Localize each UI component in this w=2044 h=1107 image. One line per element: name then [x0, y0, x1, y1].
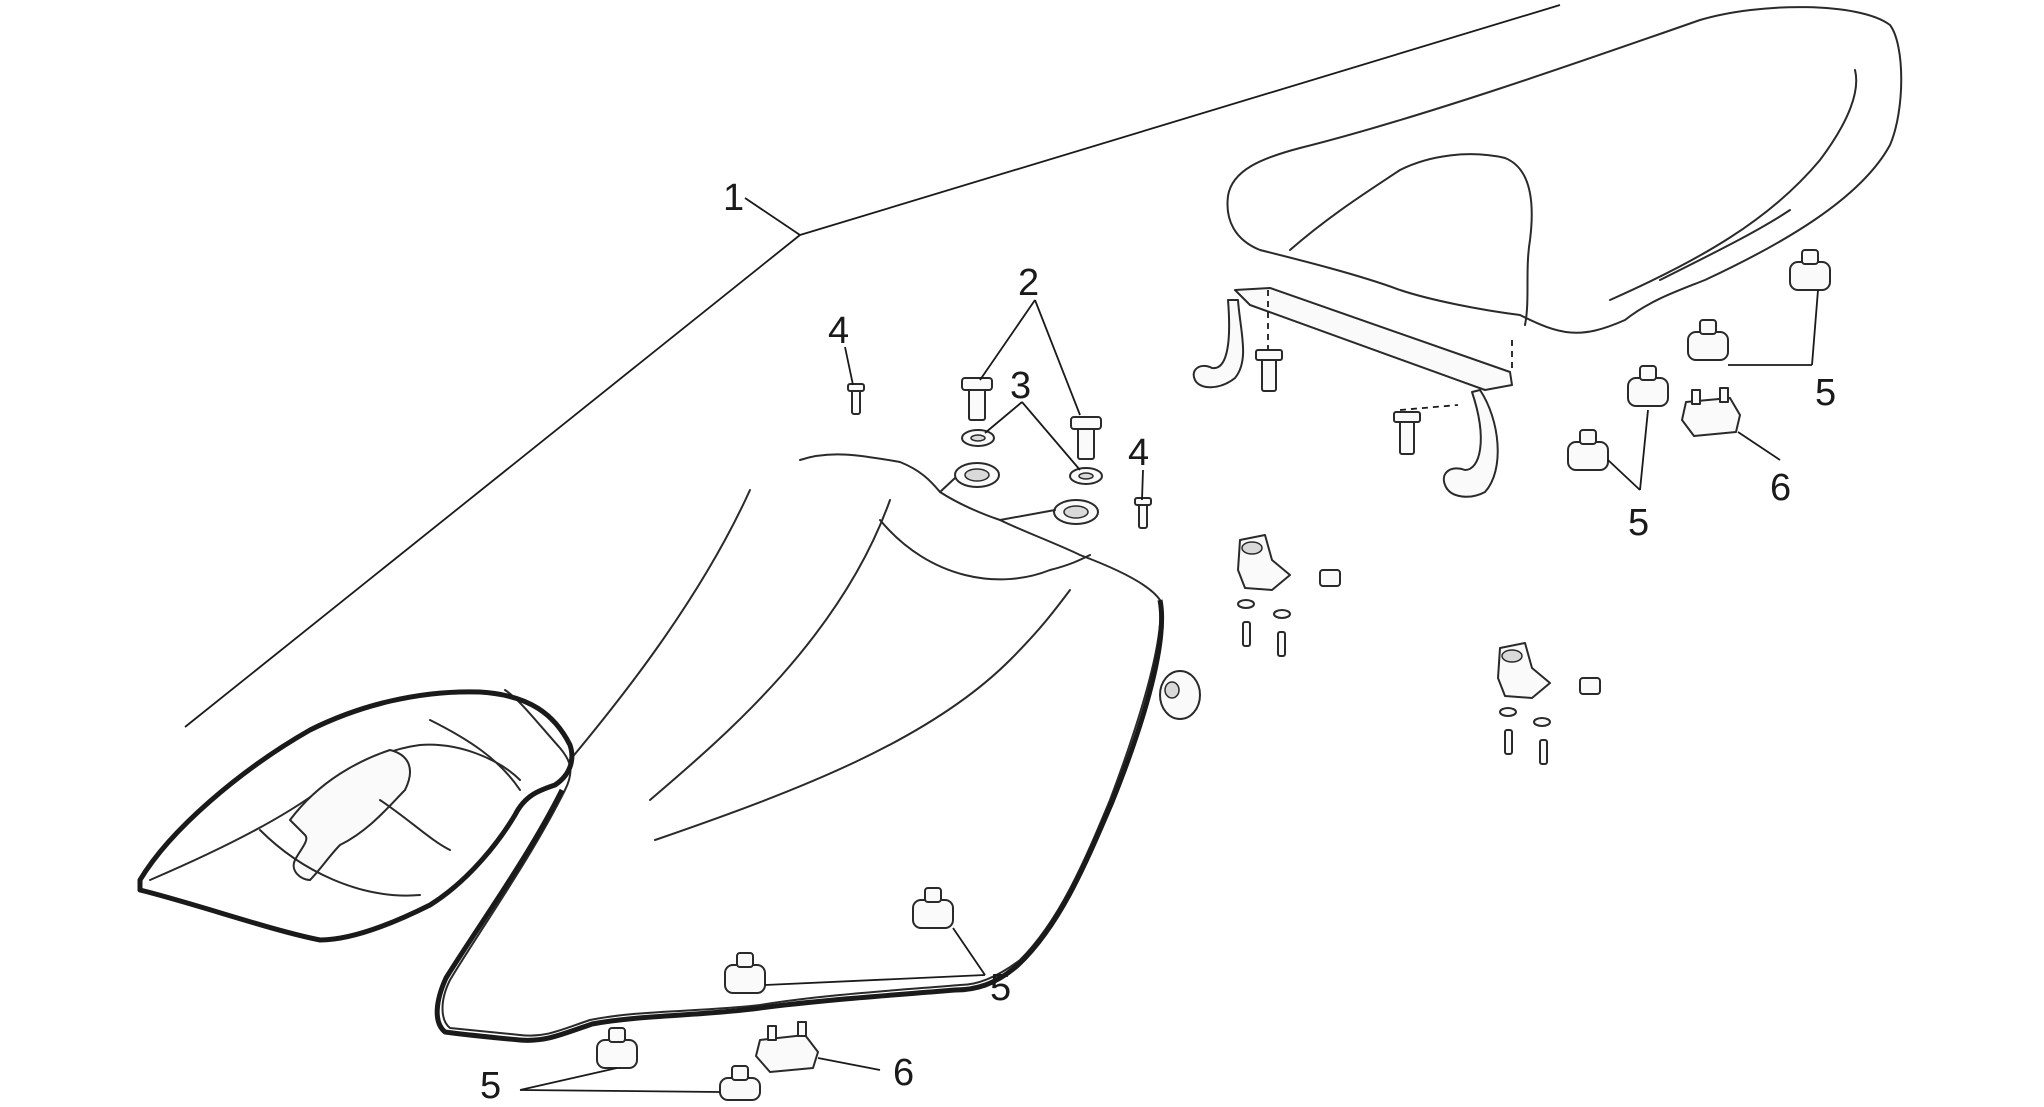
callout-2: 2 [1018, 262, 1039, 304]
rider-seat [434, 453, 1165, 1043]
callout-labels: 1 2 3 4 4 5 5 5 5 6 6 [480, 177, 1836, 1107]
pillion-seat [1226, 6, 1903, 334]
callout-1: 1 [723, 177, 744, 219]
rubber-buffers [596, 249, 1831, 1101]
buffer-b [1687, 319, 1729, 361]
callout-5-right: 5 [1628, 502, 1649, 544]
callout-5-top-right: 5 [1815, 372, 1836, 414]
stopper-upper [1681, 387, 1741, 437]
callout-4-left: 4 [828, 310, 849, 352]
callout-3: 3 [1010, 365, 1031, 407]
stopper-lower [755, 1021, 819, 1073]
callout-5-center: 5 [990, 967, 1011, 1009]
buffer-a [1789, 249, 1831, 291]
buffer-h [719, 1065, 761, 1101]
seat-underside-tray [137, 689, 575, 943]
buffer-e [912, 887, 954, 929]
callout-leaders [519, 289, 1819, 1093]
buffer-c [1627, 365, 1669, 407]
seat-lock-assemblies [1237, 534, 1601, 765]
callout-4-right: 4 [1128, 432, 1149, 474]
callout-6-bottom: 6 [893, 1052, 914, 1094]
buffer-d [1567, 429, 1609, 471]
seat-fasteners [847, 377, 1201, 720]
seat-outline-guide-lines [184, 4, 1561, 728]
seat-bracket [1192, 287, 1513, 498]
buffer-g [596, 1027, 638, 1069]
buffer-f [724, 952, 766, 994]
callout-5-bottom-left: 5 [480, 1065, 501, 1102]
callout-6-right: 6 [1770, 467, 1791, 509]
